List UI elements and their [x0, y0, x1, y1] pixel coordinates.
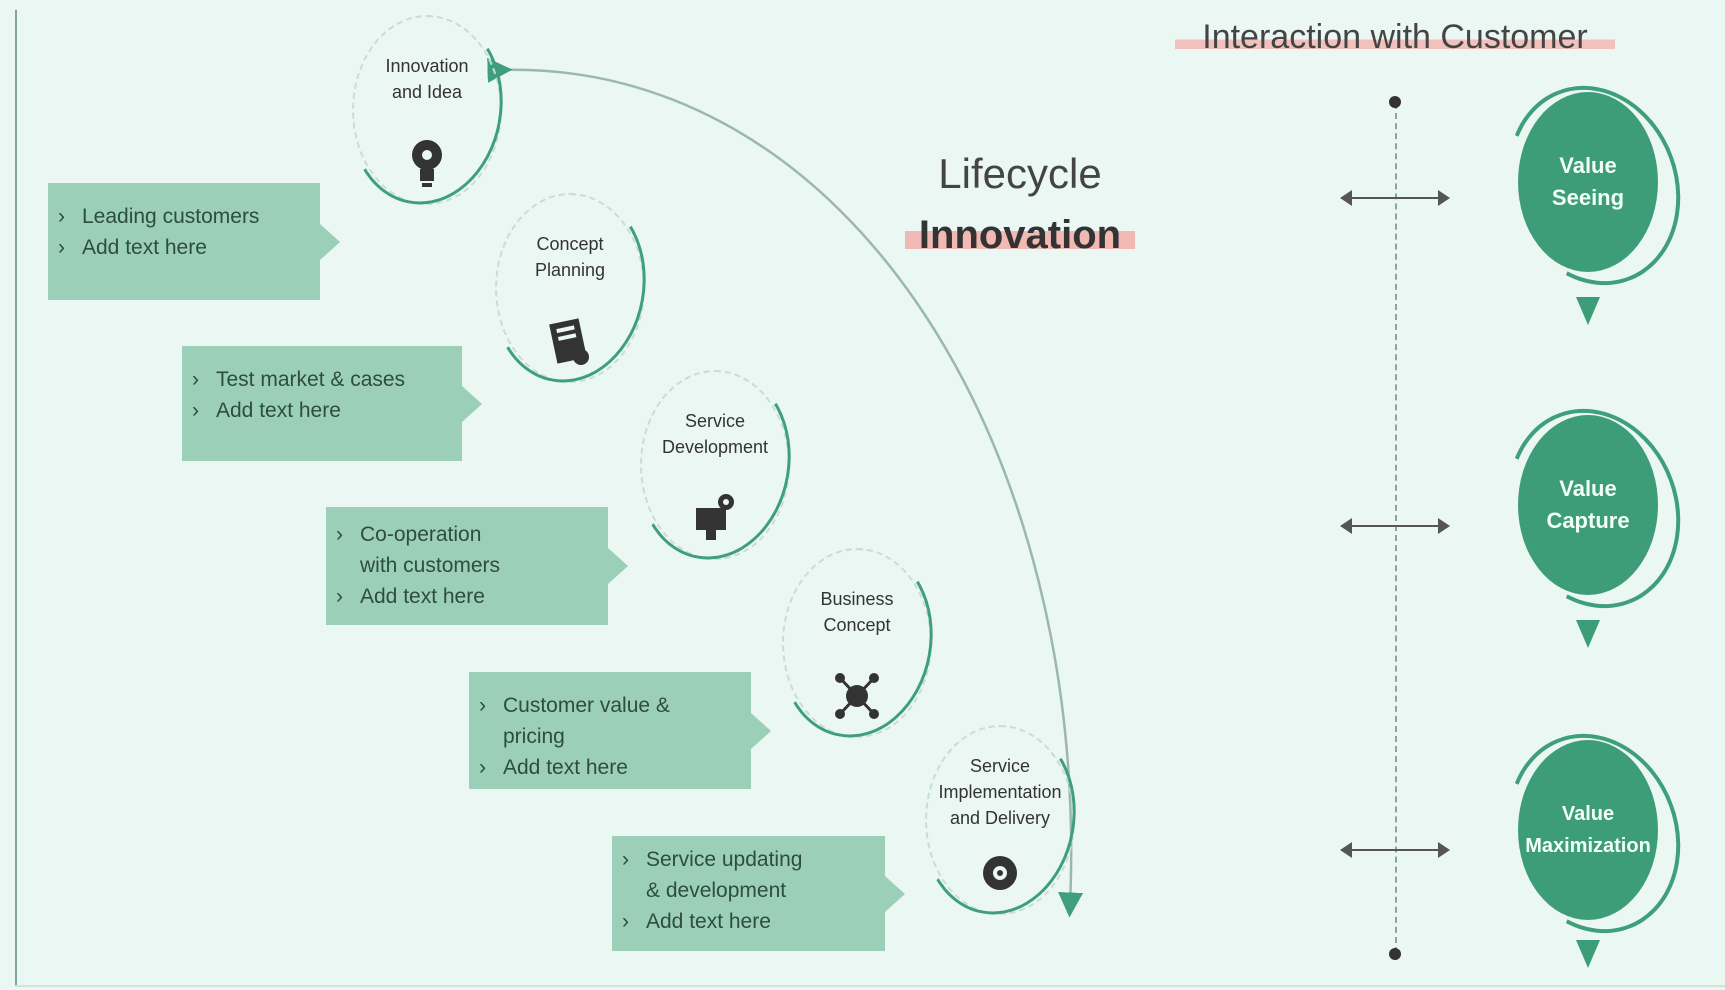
- bottom-border-line: [15, 985, 1725, 987]
- stage-label: Innovation and Idea: [385, 56, 469, 102]
- stage-ring: [495, 193, 645, 383]
- stage-ring: [925, 725, 1075, 915]
- left-border-line: [15, 10, 17, 985]
- callout-box: Customer value & pricing Add text here: [469, 672, 771, 789]
- title-interaction: Interaction with Customer: [1175, 18, 1615, 57]
- timeline-bottom-dot: [1389, 948, 1401, 960]
- callout-item: Service updating & development: [622, 844, 865, 906]
- value-label: Value Seeing: [1518, 92, 1658, 272]
- value-pointer: [1576, 940, 1600, 968]
- callout-item: Test market & cases: [192, 364, 442, 395]
- development-icon: [696, 494, 734, 540]
- callout-box: Co-operation with customers Add text her…: [326, 507, 628, 625]
- double-arrow: [1340, 838, 1450, 862]
- callout-box: Service updating & development Add text …: [612, 836, 905, 951]
- callout-item: Add text here: [192, 395, 442, 426]
- callout-box: Leading customers Add text here: [48, 183, 340, 300]
- value-label: Value Capture: [1518, 415, 1658, 595]
- stage-service-development: Service Development: [622, 356, 806, 572]
- double-arrow: [1340, 186, 1450, 210]
- stage-service-implementation: Service Implementation and Delivery: [907, 711, 1091, 927]
- callout-item: Add text here: [336, 581, 588, 612]
- callout-item: Add text here: [479, 752, 731, 783]
- stage-label: Service Implementation and Delivery: [938, 756, 1062, 828]
- value-maximization: Value Maximization: [1480, 709, 1708, 968]
- stage-label: Business Concept: [820, 589, 894, 635]
- value-capture: Value Capture: [1480, 384, 1708, 648]
- value-pointer: [1576, 620, 1600, 648]
- big-arc-connector: [487, 57, 1084, 918]
- callout-item: Co-operation with customers: [336, 519, 588, 581]
- callout-item: Add text here: [58, 232, 300, 263]
- callout-item: Add text here: [622, 906, 865, 937]
- stage-ring: [352, 15, 502, 205]
- value-label: Value Maximization: [1518, 740, 1658, 920]
- stage-ring: [640, 370, 790, 560]
- stage-ring: [782, 548, 932, 738]
- title-lifecycle: Lifecycle: [938, 150, 1102, 197]
- network-icon: [835, 673, 879, 719]
- stage-innovation-idea: Innovation and Idea: [334, 1, 518, 217]
- stage-label: Concept Planning: [534, 234, 606, 280]
- gear-icon: [983, 856, 1017, 890]
- callout-box: Test market & cases Add text here: [182, 346, 482, 461]
- callout-item: Customer value & pricing: [479, 690, 731, 752]
- lightbulb-icon: [412, 140, 442, 187]
- timeline-top-dot: [1389, 96, 1401, 108]
- timeline-vertical-line: [1395, 103, 1397, 953]
- planning-icon: [549, 318, 589, 365]
- stage-concept-planning: Concept Planning: [477, 179, 661, 395]
- double-arrow: [1340, 514, 1450, 538]
- value-pointer: [1576, 297, 1600, 325]
- stage-business-concept: Business Concept: [764, 534, 948, 750]
- callout-item: Leading customers: [58, 201, 300, 232]
- title-innovation: Innovation: [905, 213, 1135, 258]
- value-seeing: Value Seeing: [1480, 61, 1708, 325]
- stage-label: Service Development: [661, 411, 769, 457]
